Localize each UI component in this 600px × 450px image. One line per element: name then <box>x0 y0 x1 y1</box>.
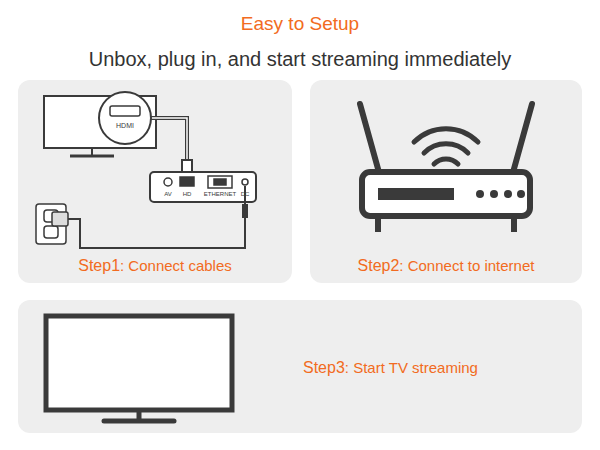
step-text: : Connect to internet <box>399 257 534 274</box>
step-panel: Step1: Connect cables <box>18 80 292 283</box>
port-label: AV <box>164 191 172 197</box>
step-text: : Connect cables <box>120 257 232 274</box>
title: Easy to Setup <box>241 14 359 33</box>
power-cord <box>68 186 245 248</box>
hdmi-cable <box>150 118 192 176</box>
monitor-icon <box>46 316 232 421</box>
step-number: Step1 <box>78 257 120 274</box>
port-label: HD <box>183 191 192 197</box>
hdmi-port <box>110 106 140 116</box>
port-label: DC <box>241 191 250 197</box>
step-caption: Step3: Start TV streaming <box>303 358 478 377</box>
step-caption: Step1: Connect cables <box>78 256 232 275</box>
step-caption: Step2: Connect to internet <box>358 256 535 275</box>
step-text: : Start TV streaming <box>345 359 478 376</box>
dc-plug <box>242 204 248 218</box>
port-label: HDMI <box>116 122 134 129</box>
subtitle: Unbox, plug in, and start streaming imme… <box>89 49 511 69</box>
step-panel: Step2: Connect to internet <box>310 80 582 283</box>
step-panel: Step3: Start TV streaming <box>18 300 582 433</box>
hdmi-magnifier <box>99 92 151 144</box>
panel-grounds <box>18 80 582 433</box>
port-label: ETHERNET <box>204 191 236 197</box>
set-top-box <box>150 172 256 202</box>
power-outlet <box>36 204 68 244</box>
step-number: Step3 <box>303 359 345 376</box>
router-icon <box>360 104 532 232</box>
step-number: Step2 <box>358 257 400 274</box>
